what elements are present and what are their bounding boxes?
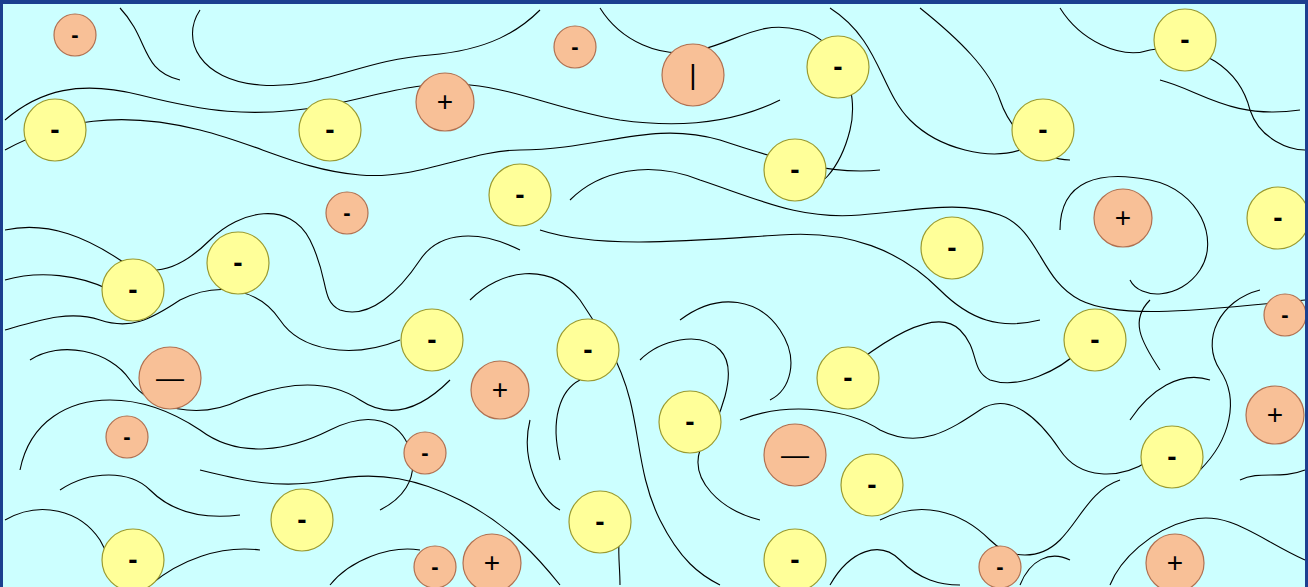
- anion-particle: -: [101, 258, 165, 322]
- ion-particle: -: [1263, 293, 1307, 337]
- charge-sign: -: [403, 431, 447, 475]
- charge-sign: -: [840, 453, 904, 517]
- anion-particle: -: [556, 318, 620, 382]
- charge-sign: -: [1011, 98, 1075, 162]
- ion-particle: +: [470, 360, 530, 420]
- charge-sign: -: [568, 490, 632, 554]
- anion-particle: -: [568, 490, 632, 554]
- anion-particle: -: [1153, 8, 1217, 72]
- ion-particle: -: [403, 431, 447, 475]
- ion-particle: |: [661, 43, 725, 107]
- ion-particle: —: [138, 346, 202, 410]
- charge-sign: +: [462, 533, 522, 587]
- charge-sign: -: [53, 13, 97, 57]
- ion-particle: -: [53, 13, 97, 57]
- charge-sign: -: [920, 216, 984, 280]
- anion-particle: -: [298, 98, 362, 162]
- charge-sign: -: [488, 163, 552, 227]
- anion-particle: -: [1140, 425, 1204, 489]
- charge-sign: +: [470, 360, 530, 420]
- charge-sign: -: [400, 308, 464, 372]
- charge-sign: -: [553, 25, 597, 69]
- anion-particle: -: [816, 346, 880, 410]
- charge-sign: -: [413, 545, 457, 587]
- ion-particle: -: [105, 415, 149, 459]
- charge-sign: -: [101, 258, 165, 322]
- anion-particle: -: [23, 98, 87, 162]
- charge-sign: -: [101, 528, 165, 587]
- anion-particle: -: [920, 216, 984, 280]
- charge-sign: -: [806, 35, 870, 99]
- anion-particle: -: [1063, 308, 1127, 372]
- charge-sign: —: [138, 346, 202, 410]
- charge-sign: +: [415, 72, 475, 132]
- charge-sign: -: [1246, 186, 1308, 250]
- charge-sign: +: [1093, 188, 1153, 248]
- anion-particle: -: [206, 231, 270, 295]
- ion-particle: +: [1145, 533, 1205, 587]
- ion-particle: -: [978, 545, 1022, 587]
- anion-particle: -: [270, 488, 334, 552]
- ion-particle: -: [553, 25, 597, 69]
- charge-sign: -: [23, 98, 87, 162]
- ion-particle: -: [325, 191, 369, 235]
- charge-sign: -: [298, 98, 362, 162]
- charge-sign: -: [763, 138, 827, 202]
- charge-sign: -: [1153, 8, 1217, 72]
- charge-sign: -: [763, 528, 827, 587]
- ion-particle: -: [413, 545, 457, 587]
- anion-particle: -: [806, 35, 870, 99]
- charge-sign: -: [270, 488, 334, 552]
- charge-sign: -: [658, 390, 722, 454]
- charge-sign: -: [978, 545, 1022, 587]
- ion-particle: +: [1245, 385, 1305, 445]
- anion-particle: -: [101, 528, 165, 587]
- charge-sign: +: [1145, 533, 1205, 587]
- ion-particle: +: [462, 533, 522, 587]
- charge-sign: -: [105, 415, 149, 459]
- charge-sign: -: [1063, 308, 1127, 372]
- anion-particle: -: [840, 453, 904, 517]
- charge-sign: —: [763, 423, 827, 487]
- charge-sign: |: [661, 43, 725, 107]
- charge-sign: -: [206, 231, 270, 295]
- ion-particle: +: [1093, 188, 1153, 248]
- charge-sign: +: [1245, 385, 1305, 445]
- charge-sign: -: [1263, 293, 1307, 337]
- anion-particle: -: [763, 138, 827, 202]
- ion-particle: +: [415, 72, 475, 132]
- charge-sign: -: [1140, 425, 1204, 489]
- anion-particle: -: [658, 390, 722, 454]
- ion-particle: —: [763, 423, 827, 487]
- charge-sign: -: [556, 318, 620, 382]
- anion-particle: -: [1246, 186, 1308, 250]
- charge-sign: -: [325, 191, 369, 235]
- anion-particle: -: [1011, 98, 1075, 162]
- anion-particle: -: [763, 528, 827, 587]
- charge-sign: -: [816, 346, 880, 410]
- anion-particle: -: [400, 308, 464, 372]
- anion-particle: -: [488, 163, 552, 227]
